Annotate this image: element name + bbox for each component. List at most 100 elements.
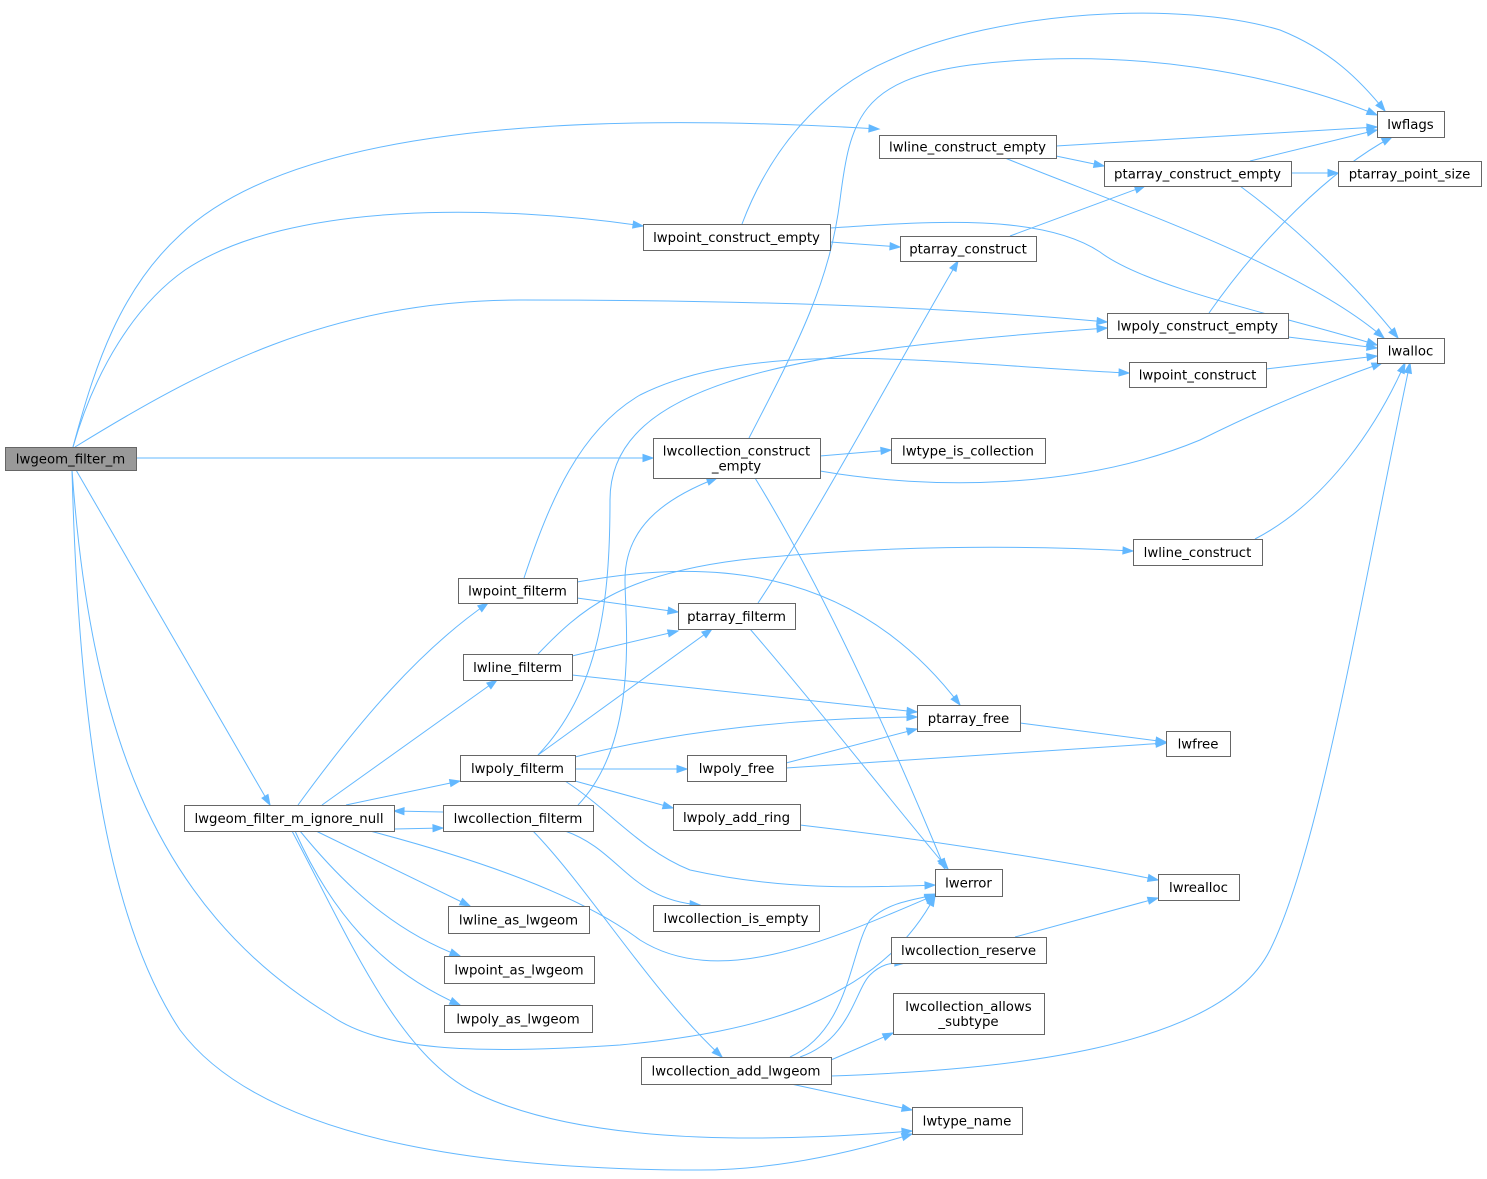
node-lwcollection-add-lwgeom[interactable]: lwcollection_add_lwgeom	[641, 1057, 832, 1085]
arrow-head-icon	[711, 1046, 724, 1059]
node-ptarray-construct[interactable]: ptarray_construct	[900, 236, 1037, 262]
edge-line	[785, 742, 1167, 769]
node-box	[1107, 313, 1289, 339]
node-lwgeom-filter-m[interactable]: lwgeom_filter_m	[5, 447, 137, 471]
edge-lwgeom-filter-m-ignore-null-to-lwpoint-as-lwgeom	[299, 830, 462, 957]
node-ptarray-free[interactable]: ptarray_free	[917, 705, 1021, 732]
node-lwline-construct[interactable]: lwline_construct	[1133, 539, 1263, 566]
node-lwpoly-construct-empty[interactable]: lwpoly_construct_empty	[1107, 313, 1289, 339]
node-label: lwcollection_is_empty	[664, 912, 809, 927]
edge-line	[1239, 185, 1399, 339]
node-lwgeom-filter-m-ignore-null[interactable]: lwgeom_filter_m_ignore_null	[184, 805, 395, 832]
arrow-head-icon	[900, 1103, 914, 1112]
edge-line	[576, 597, 679, 613]
arrow-head-icon	[448, 996, 462, 1006]
edge-line	[1254, 362, 1406, 540]
arrow-head-icon	[476, 602, 490, 613]
node-box	[917, 705, 1021, 732]
node-lwflags[interactable]: lwflags	[1377, 111, 1445, 138]
node-lwpoly-free[interactable]: lwpoly_free	[687, 755, 787, 782]
edge-lwline-filterm-to-lwline-construct	[537, 546, 1135, 655]
node-box	[653, 905, 820, 932]
arrow-head-icon	[432, 824, 445, 833]
edge-lwcollection-add-lwgeom-to-lwalloc	[830, 361, 1412, 1077]
node-lwpoly-add-ring[interactable]: lwpoly_add_ring	[673, 804, 801, 831]
node-label: lwpoly_add_ring	[683, 811, 790, 826]
node-ptarray-filterm[interactable]: ptarray_filterm	[678, 603, 796, 630]
arrow-head-icon	[1403, 361, 1412, 375]
node-box	[678, 603, 796, 630]
edge-lwpoint-filterm-to-lwpoint-construct	[523, 357, 1131, 579]
node-lwline-construct-empty[interactable]: lwline_construct_empty	[879, 135, 1057, 159]
arrow-head-icon	[1155, 739, 1168, 748]
node-box	[443, 805, 594, 832]
node-label: lwalloc	[1388, 345, 1434, 360]
node-box	[463, 654, 573, 681]
node-lwpoint-filterm[interactable]: lwpoint_filterm	[458, 578, 578, 604]
edges	[71, 12, 1412, 1171]
node-lwerror[interactable]: lwerror	[935, 869, 1003, 897]
edge-line	[830, 1032, 894, 1061]
edge-line	[819, 449, 892, 457]
edge-lwgeom-filter-m-to-lwpoly-construct-empty	[74, 299, 1109, 448]
node-lwline-as-lwgeom[interactable]: lwline_as_lwgeom	[448, 906, 590, 934]
edge-line	[1014, 897, 1159, 938]
arrow-head-icon	[1146, 873, 1160, 882]
node-label: lwline_construct	[1144, 546, 1252, 561]
node-lwpoint-as-lwgeom[interactable]: lwpoint_as_lwgeom	[444, 956, 595, 984]
arrow-head-icon	[901, 1127, 914, 1137]
edge-lwline-filterm-to-ptarray-filterm	[571, 629, 680, 657]
arrow-head-icon	[485, 679, 499, 690]
node-lwtype-name[interactable]: lwtype_name	[912, 1107, 1023, 1135]
node-lwtype-is-collection[interactable]: lwtype_is_collection	[891, 438, 1046, 464]
node-label: lwgeom_filter_m_ignore_null	[194, 812, 383, 827]
node-lwcollection-allows-subtype[interactable]: lwcollection_allows_subtype	[893, 993, 1045, 1035]
node-lwrealloc[interactable]: lwrealloc	[1158, 874, 1240, 901]
arrow-head-icon	[1366, 342, 1379, 351]
node-lwcollection-is-empty[interactable]: lwcollection_is_empty	[653, 905, 820, 932]
edge-lwcollection-filterm-to-lwcollection-is-empty	[564, 830, 702, 909]
edge-lwline-construct-empty-to-lwflags	[1055, 123, 1379, 147]
arrow-head-icon	[1118, 368, 1131, 377]
edge-lwpoint-filterm-to-ptarray-filterm	[576, 597, 680, 615]
node-box	[460, 755, 576, 782]
node-box	[1129, 362, 1267, 388]
node-lwline-filterm[interactable]: lwline_filterm	[463, 654, 573, 681]
node-label: lwcollection_add_lwgeom	[652, 1065, 821, 1080]
node-label: lwpoly_construct_empty	[1117, 320, 1278, 335]
node-box	[891, 438, 1046, 464]
node-label: lwline_as_lwgeom	[459, 914, 578, 929]
node-lwpoint-construct[interactable]: lwpoint_construct	[1129, 362, 1267, 388]
node-lwcollection-construct-empty[interactable]: lwcollection_construct_empty	[653, 438, 821, 479]
node-lwcollection-reserve[interactable]: lwcollection_reserve	[891, 937, 1047, 964]
node-lwalloc[interactable]: lwalloc	[1377, 338, 1445, 364]
node-box	[687, 755, 787, 782]
node-lwpoly-filterm[interactable]: lwpoly_filterm	[460, 755, 576, 782]
edge-lwcollection-add-lwgeom-to-lwtype-name	[790, 1083, 914, 1112]
node-label: lwpoint_construct	[1139, 369, 1257, 384]
node-ptarray-point-size[interactable]: ptarray_point_size	[1338, 161, 1482, 187]
node-lwcollection-filterm[interactable]: lwcollection_filterm	[443, 805, 594, 832]
node-lwfree[interactable]: lwfree	[1166, 731, 1231, 757]
arrow-head-icon	[661, 801, 675, 810]
edge-ptarray-construct-empty-to-lwflags	[1249, 128, 1379, 162]
edge-line	[523, 357, 1130, 579]
edge-line	[72, 211, 644, 448]
node-label: _subtype	[937, 1015, 998, 1030]
edge-line	[1009, 185, 1146, 237]
edge-lwgeom-filter-m-ignore-null-to-lwtype-name	[291, 830, 914, 1139]
edge-lwgeom-filter-m-ignore-null-to-lwline-as-lwgeom	[315, 830, 472, 907]
node-ptarray-construct-empty[interactable]: ptarray_construct_empty	[1104, 161, 1292, 187]
edge-line	[741, 12, 1386, 225]
edge-lwpoly-add-ring-to-lwrealloc	[799, 824, 1160, 882]
node-lwpoint-construct-empty[interactable]: lwpoint_construct_empty	[643, 224, 831, 251]
node-lwpoly-as-lwgeom[interactable]: lwpoly_as_lwgeom	[444, 1005, 593, 1033]
arrow-head-icon	[448, 948, 462, 957]
arrow-head-icon	[1373, 327, 1386, 339]
arrow-head-icon	[923, 893, 937, 902]
edge-lwcollection-construct-empty-to-lwalloc	[819, 362, 1384, 484]
node-label: ptarray_free	[928, 712, 1009, 727]
node-label: lwline_construct_empty	[889, 141, 1046, 156]
edge-line	[754, 477, 946, 870]
edge-line	[571, 630, 679, 657]
